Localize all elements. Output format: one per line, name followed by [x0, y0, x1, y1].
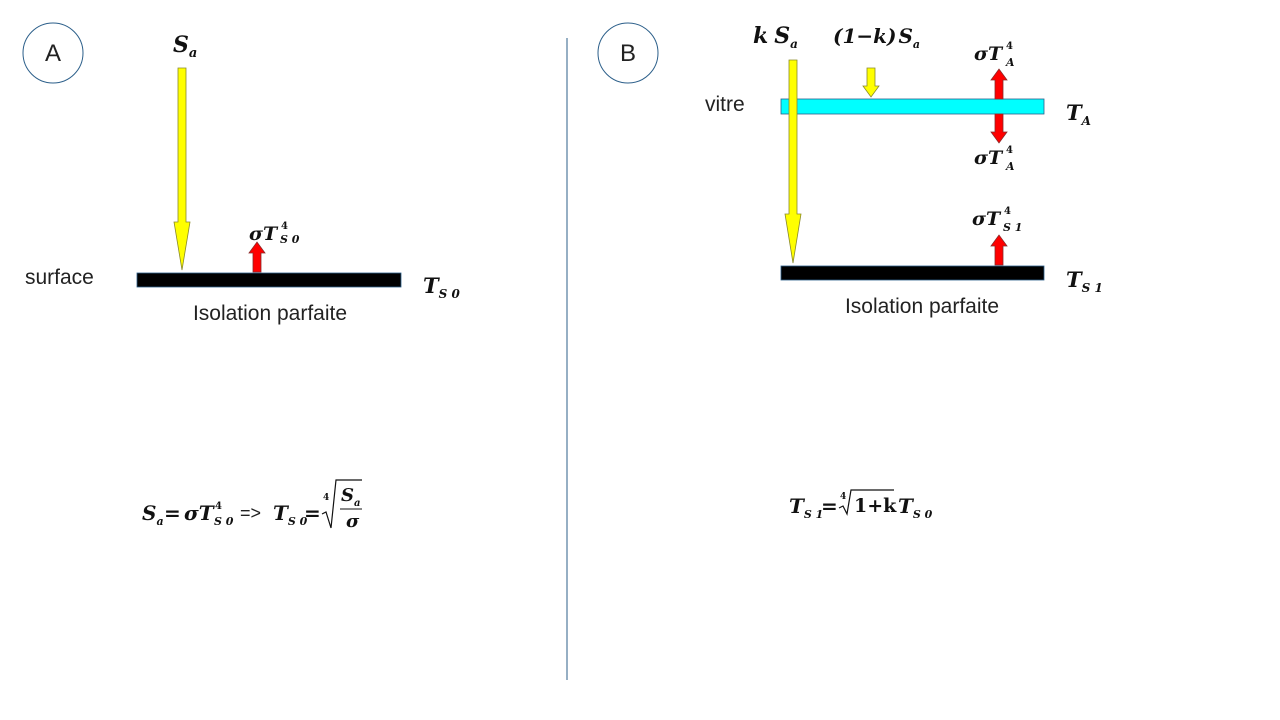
svg-text:S 0: S 0 [214, 515, 234, 528]
panel-a-insulation-label: Isolation parfaite [193, 302, 347, 325]
svg-text:=>: => [240, 503, 261, 523]
panel-a-sunlight-arrow [173, 67, 191, 271]
panel-a-surface [136, 272, 402, 288]
panel-b-emission-down-sub: A [1005, 160, 1015, 173]
panel-a-temperature-label: TS 0 [423, 273, 460, 301]
panel-a-equation: Sa = σT 4 S 0 => TS 0 = 4 Sa σ [142, 479, 362, 532]
panel-b-glass-temperature-label: TA [1066, 100, 1091, 128]
panel-b-glass [780, 98, 1045, 115]
panel-b-emission-up-sub: A [1005, 56, 1015, 69]
panel-a-emission-arrow [248, 241, 266, 273]
panel-b-absorbed-arrow [862, 67, 880, 98]
panel-b-surface [780, 265, 1045, 281]
svg-text:=: = [821, 494, 838, 518]
panel-b-glass-label: vitre [705, 93, 745, 116]
panel-a-surface-label: surface [25, 266, 94, 289]
panel-b-emission-up-label: σT [974, 43, 1004, 65]
svg-text:4: 4 [323, 493, 329, 503]
panel-b-equation: TS 1 = 4 1+k TS 0 [789, 489, 933, 521]
panel-b-glass-emission-up-arrow [990, 68, 1008, 100]
panel-a-emission-label: σT [249, 223, 279, 245]
panel-b-emission-up-sup: 4 [1006, 41, 1013, 52]
panel-a-label: A [45, 40, 61, 67]
svg-text:Sa: Sa [142, 501, 164, 528]
svg-text:Sa: Sa [341, 485, 360, 509]
panel-b-emission-down-label: σT [974, 147, 1004, 169]
panel-a-emission-sup: 4 [281, 221, 288, 232]
svg-text:σT: σT [184, 501, 216, 525]
panel-b-label: B [620, 40, 636, 67]
svg-text:σ: σ [346, 511, 360, 532]
panel-b-surface-temperature-label: TS 1 [1066, 267, 1103, 295]
panel-a-incoming-label: Sa [173, 32, 197, 61]
svg-text:=: = [164, 501, 181, 525]
svg-text:4: 4 [840, 492, 846, 502]
panel-b-emission-down-sup: 4 [1006, 145, 1013, 156]
panel-b-insulation-label: Isolation parfaite [845, 295, 999, 318]
svg-text:1+k: 1+k [854, 495, 897, 517]
svg-text:TS 0: TS 0 [273, 501, 308, 528]
panel-a-emission-sub: S 0 [280, 233, 300, 246]
svg-text:4: 4 [215, 501, 222, 512]
panel-b-glass-emission-down-arrow [990, 113, 1008, 144]
svg-text:TS 0: TS 0 [898, 494, 933, 521]
panel-b-absorbed-label: (1−k)Sa [833, 24, 920, 51]
panel-b-sunlight-arrow [784, 59, 802, 264]
panel-b-surface-emission-arrow [990, 234, 1008, 266]
panel-b-circle [597, 22, 659, 84]
panel-a-circle [22, 22, 84, 84]
svg-text:=: = [304, 501, 321, 525]
panel-b-surface-emission-sub: S 1 [1003, 221, 1022, 234]
panel-b-surface-emission-sup: 4 [1004, 206, 1011, 217]
panel-a: A Sa σT 4 S 0 surface TS 0 Isolation par… [22, 22, 460, 532]
svg-text:TS 1: TS 1 [789, 494, 823, 521]
panel-b-surface-emission-label: σT [972, 208, 1002, 230]
